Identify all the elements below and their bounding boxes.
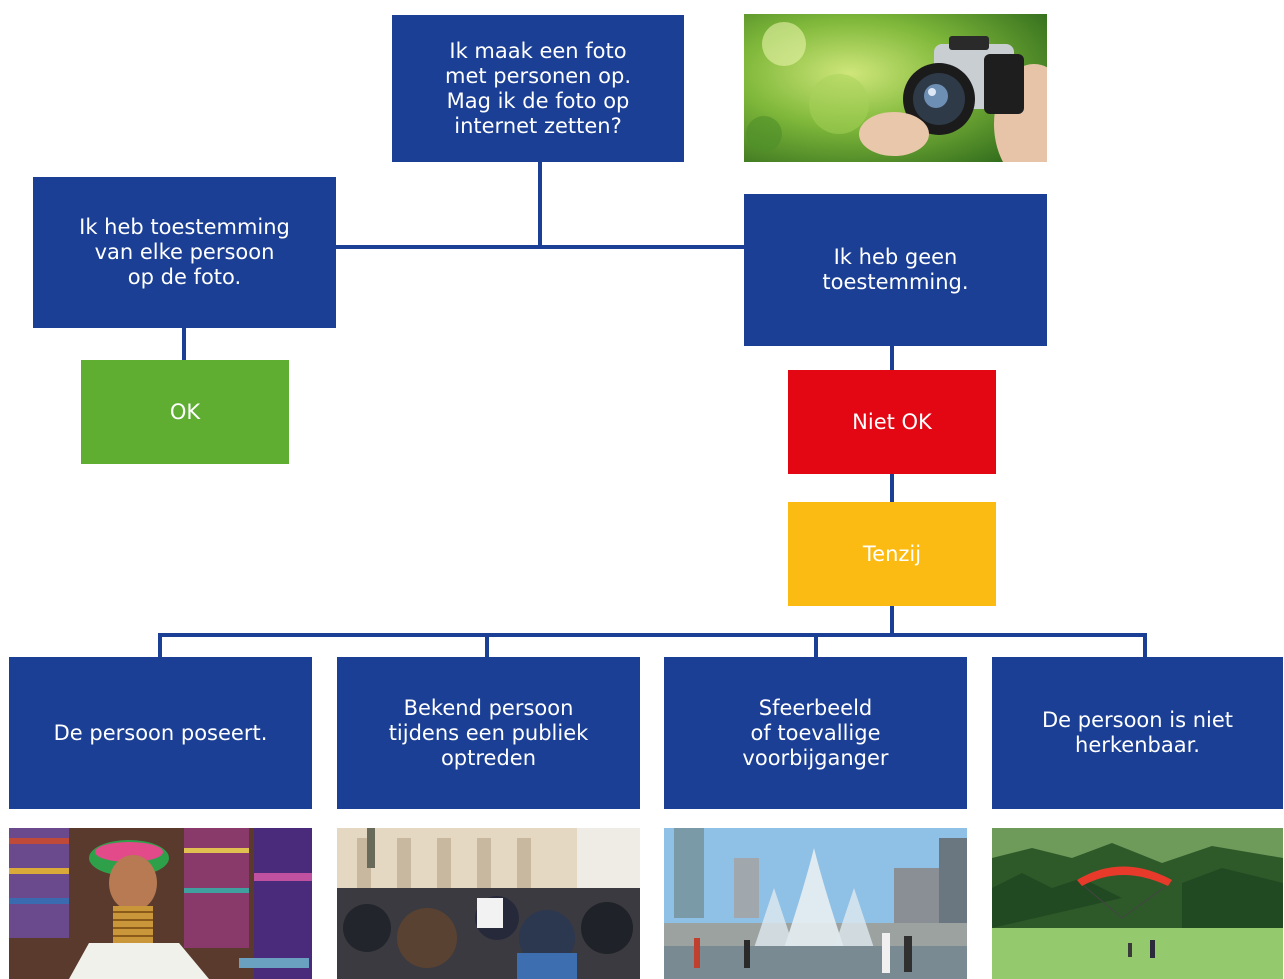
fountain-passersby-photo bbox=[664, 828, 967, 979]
exception-atmosphere-box: Sfeerbeeld of toevallige voorbijganger bbox=[664, 657, 967, 809]
connector-notok-unless bbox=[890, 473, 894, 503]
posing-woman-photo bbox=[9, 828, 312, 979]
question-box: Ik maak een foto met personen op. Mag ik… bbox=[392, 15, 684, 162]
connector-exception-4 bbox=[1143, 633, 1147, 658]
public-event-crowd-photo bbox=[337, 828, 640, 979]
connector-question-down bbox=[538, 162, 542, 247]
exception-posing-box: De persoon poseert. bbox=[9, 657, 312, 809]
connector-exception-1 bbox=[158, 633, 162, 658]
connector-horizontal-top bbox=[335, 245, 745, 249]
connector-exception-3 bbox=[814, 633, 818, 658]
camera-photo bbox=[744, 14, 1047, 162]
paraglider-landscape-photo bbox=[992, 828, 1283, 979]
connector-yes-ok bbox=[182, 327, 186, 361]
exception-public-figure-box: Bekend persoon tijdens een publiek optre… bbox=[337, 657, 640, 809]
connector-exception-2 bbox=[485, 633, 489, 658]
unless-box: Tenzij bbox=[788, 502, 996, 606]
exception-unrecognizable-box: De persoon is niet herkenbaar. bbox=[992, 657, 1283, 809]
connector-no-notok bbox=[890, 345, 894, 371]
consent-no-box: Ik heb geen toestemming. bbox=[744, 194, 1047, 346]
consent-yes-box: Ik heb toestemming van elke persoon op d… bbox=[33, 177, 336, 328]
not-ok-box: Niet OK bbox=[788, 370, 996, 474]
ok-box: OK bbox=[81, 360, 289, 464]
connector-horizontal-bottom bbox=[158, 633, 1147, 637]
connector-unless-down bbox=[890, 605, 894, 635]
